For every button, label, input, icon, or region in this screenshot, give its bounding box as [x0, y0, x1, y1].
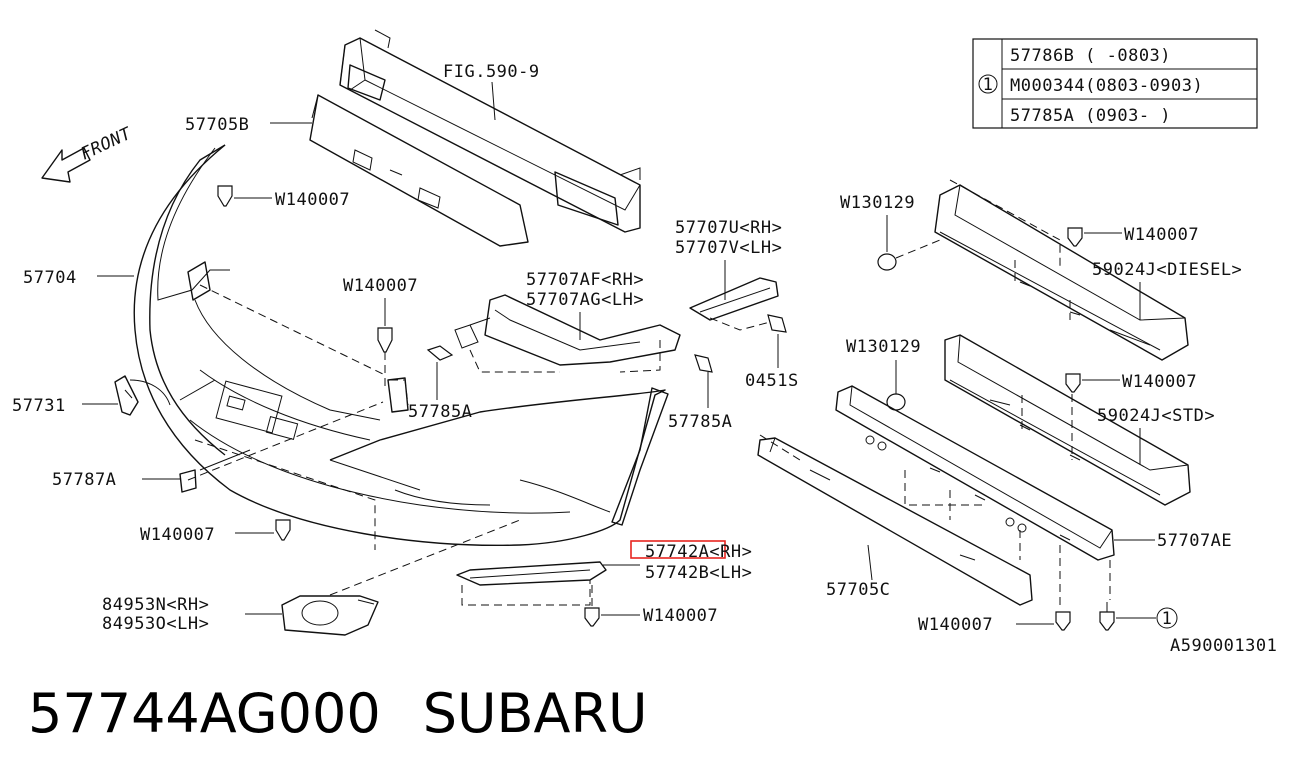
front-label: FRONT [78, 123, 136, 164]
label-w130129-top: W130129 [840, 193, 915, 213]
footer-part-number: 57744AG000 [28, 682, 381, 745]
circle-ref-icon [1156, 607, 1178, 629]
ref-circle-icon [978, 74, 998, 94]
label-w140007-diesel: W140007 [1124, 225, 1199, 245]
bolt-ref-icon [1099, 602, 1115, 631]
label-59024J-std: 59024J<STD> [1097, 406, 1215, 426]
label-w130129-mid: W130129 [846, 337, 921, 357]
under-cover-std [944, 334, 1191, 506]
front-arrow-icon: FRONT [41, 123, 136, 183]
screw-center-icon [377, 327, 393, 353]
label-57787A: 57787A [52, 470, 116, 490]
label-57707U: 57707U<RH> [675, 218, 782, 238]
label-w140007-bottom-right: W140007 [918, 615, 993, 635]
under-cover-diesel [934, 184, 1189, 361]
label-59024J-diesel: 59024J<DIESEL> [1092, 260, 1242, 280]
screw-top-icon [217, 185, 233, 207]
label-57731: 57731 [12, 396, 66, 416]
label-w140007-center: W140007 [343, 276, 418, 296]
ref-row-3: 57785A (0903- ) [1010, 106, 1171, 126]
label-w140007-top: W140007 [275, 190, 350, 210]
label-84953O: 84953O<LH> [102, 614, 209, 634]
ref-row-1: 57786B ( -0803) [1010, 46, 1171, 66]
energy-absorber-lower [757, 437, 1033, 606]
screw-lower-strip-icon [584, 607, 600, 627]
bumper-face [129, 144, 666, 547]
screw-bottom-icon [275, 519, 291, 541]
label-w140007-lower: W140007 [643, 606, 718, 626]
ref-marker: 1 [983, 75, 994, 95]
screw-std-icon [1065, 373, 1081, 393]
label-57707AE: 57707AE [1157, 531, 1232, 551]
footer-caption: 57744AG000 SUBARU [28, 682, 690, 745]
side-bracket-57707U [689, 277, 779, 321]
label-0451S: 0451S [745, 371, 799, 391]
circle-ref-label: 1 [1162, 609, 1173, 629]
label-57742B: 57742B<LH> [645, 563, 752, 583]
label-84953N: 84953N<RH> [102, 595, 209, 615]
label-57704: 57704 [23, 268, 77, 288]
bumper-side-panel [611, 387, 669, 526]
diagram-code: A590001301 [1170, 636, 1277, 656]
label-57707AG: 57707AG<LH> [526, 290, 644, 310]
highlight-box [630, 540, 726, 559]
energy-absorber-upper [309, 94, 529, 247]
label-57705B: 57705B [185, 115, 249, 135]
label-57707AF: 57707AF<RH> [526, 270, 644, 290]
clip-57787A [179, 469, 197, 493]
bracket-57731 [114, 375, 139, 416]
lower-beam-57707AE [835, 385, 1115, 561]
label-57707V: 57707V<LH> [675, 238, 782, 258]
label-57705C: 57705C [826, 580, 890, 600]
grommet-top-icon [877, 253, 897, 271]
label-57785A-left: 57785A [408, 402, 472, 422]
screw-57785A-left-icon [426, 345, 454, 361]
label-w140007-std: W140007 [1122, 372, 1197, 392]
side-bracket-57707AF [454, 294, 681, 366]
label-w140007-bottom: W140007 [140, 525, 215, 545]
screw-bottom-right-icon [1055, 611, 1071, 631]
ref-row-2: M000344(0803-0903) [1010, 76, 1203, 96]
footer-brand: SUBARU [422, 682, 648, 745]
reference-table: 1 57786B ( -0803) M000344(0803-0903) 577… [972, 38, 1258, 129]
reinforcement-beam [339, 29, 641, 233]
screw-0451S-icon [767, 314, 787, 333]
screw-57785A-right-icon [694, 354, 713, 373]
fog-lamp-cover [281, 595, 379, 636]
lower-strip-57742 [456, 561, 607, 586]
label-57742A: 57742A<RH> [645, 542, 752, 562]
screw-diesel-icon [1067, 227, 1083, 247]
label-fig-590-9: FIG.590-9 [443, 62, 540, 82]
label-57785A-right: 57785A [668, 412, 732, 432]
